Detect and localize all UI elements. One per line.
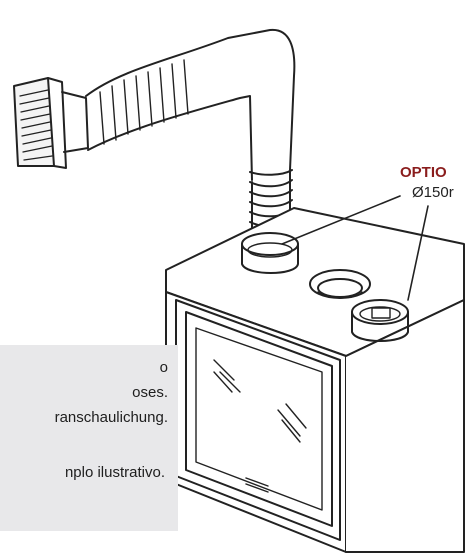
outlet-collar-right	[351, 299, 409, 342]
outlet-opening-center	[309, 269, 371, 299]
callout-leader-lines	[281, 195, 429, 301]
callout-title: OPTIO	[400, 164, 447, 181]
note-line: oses.	[132, 384, 168, 401]
wall-vent-grille	[13, 77, 89, 169]
callout-diameter: Ø150r	[412, 184, 454, 201]
note-line: nplo ilustrativo.	[64, 464, 165, 481]
note-line: ranschaulichung.	[54, 409, 168, 426]
note-box: o oses. ranschaulichung. nplo ilustrativ…	[0, 345, 178, 531]
flexible-air-hose	[85, 28, 296, 239]
note-line: o	[159, 359, 168, 376]
fireplace-body	[165, 207, 465, 553]
outlet-collar-left	[241, 232, 299, 274]
